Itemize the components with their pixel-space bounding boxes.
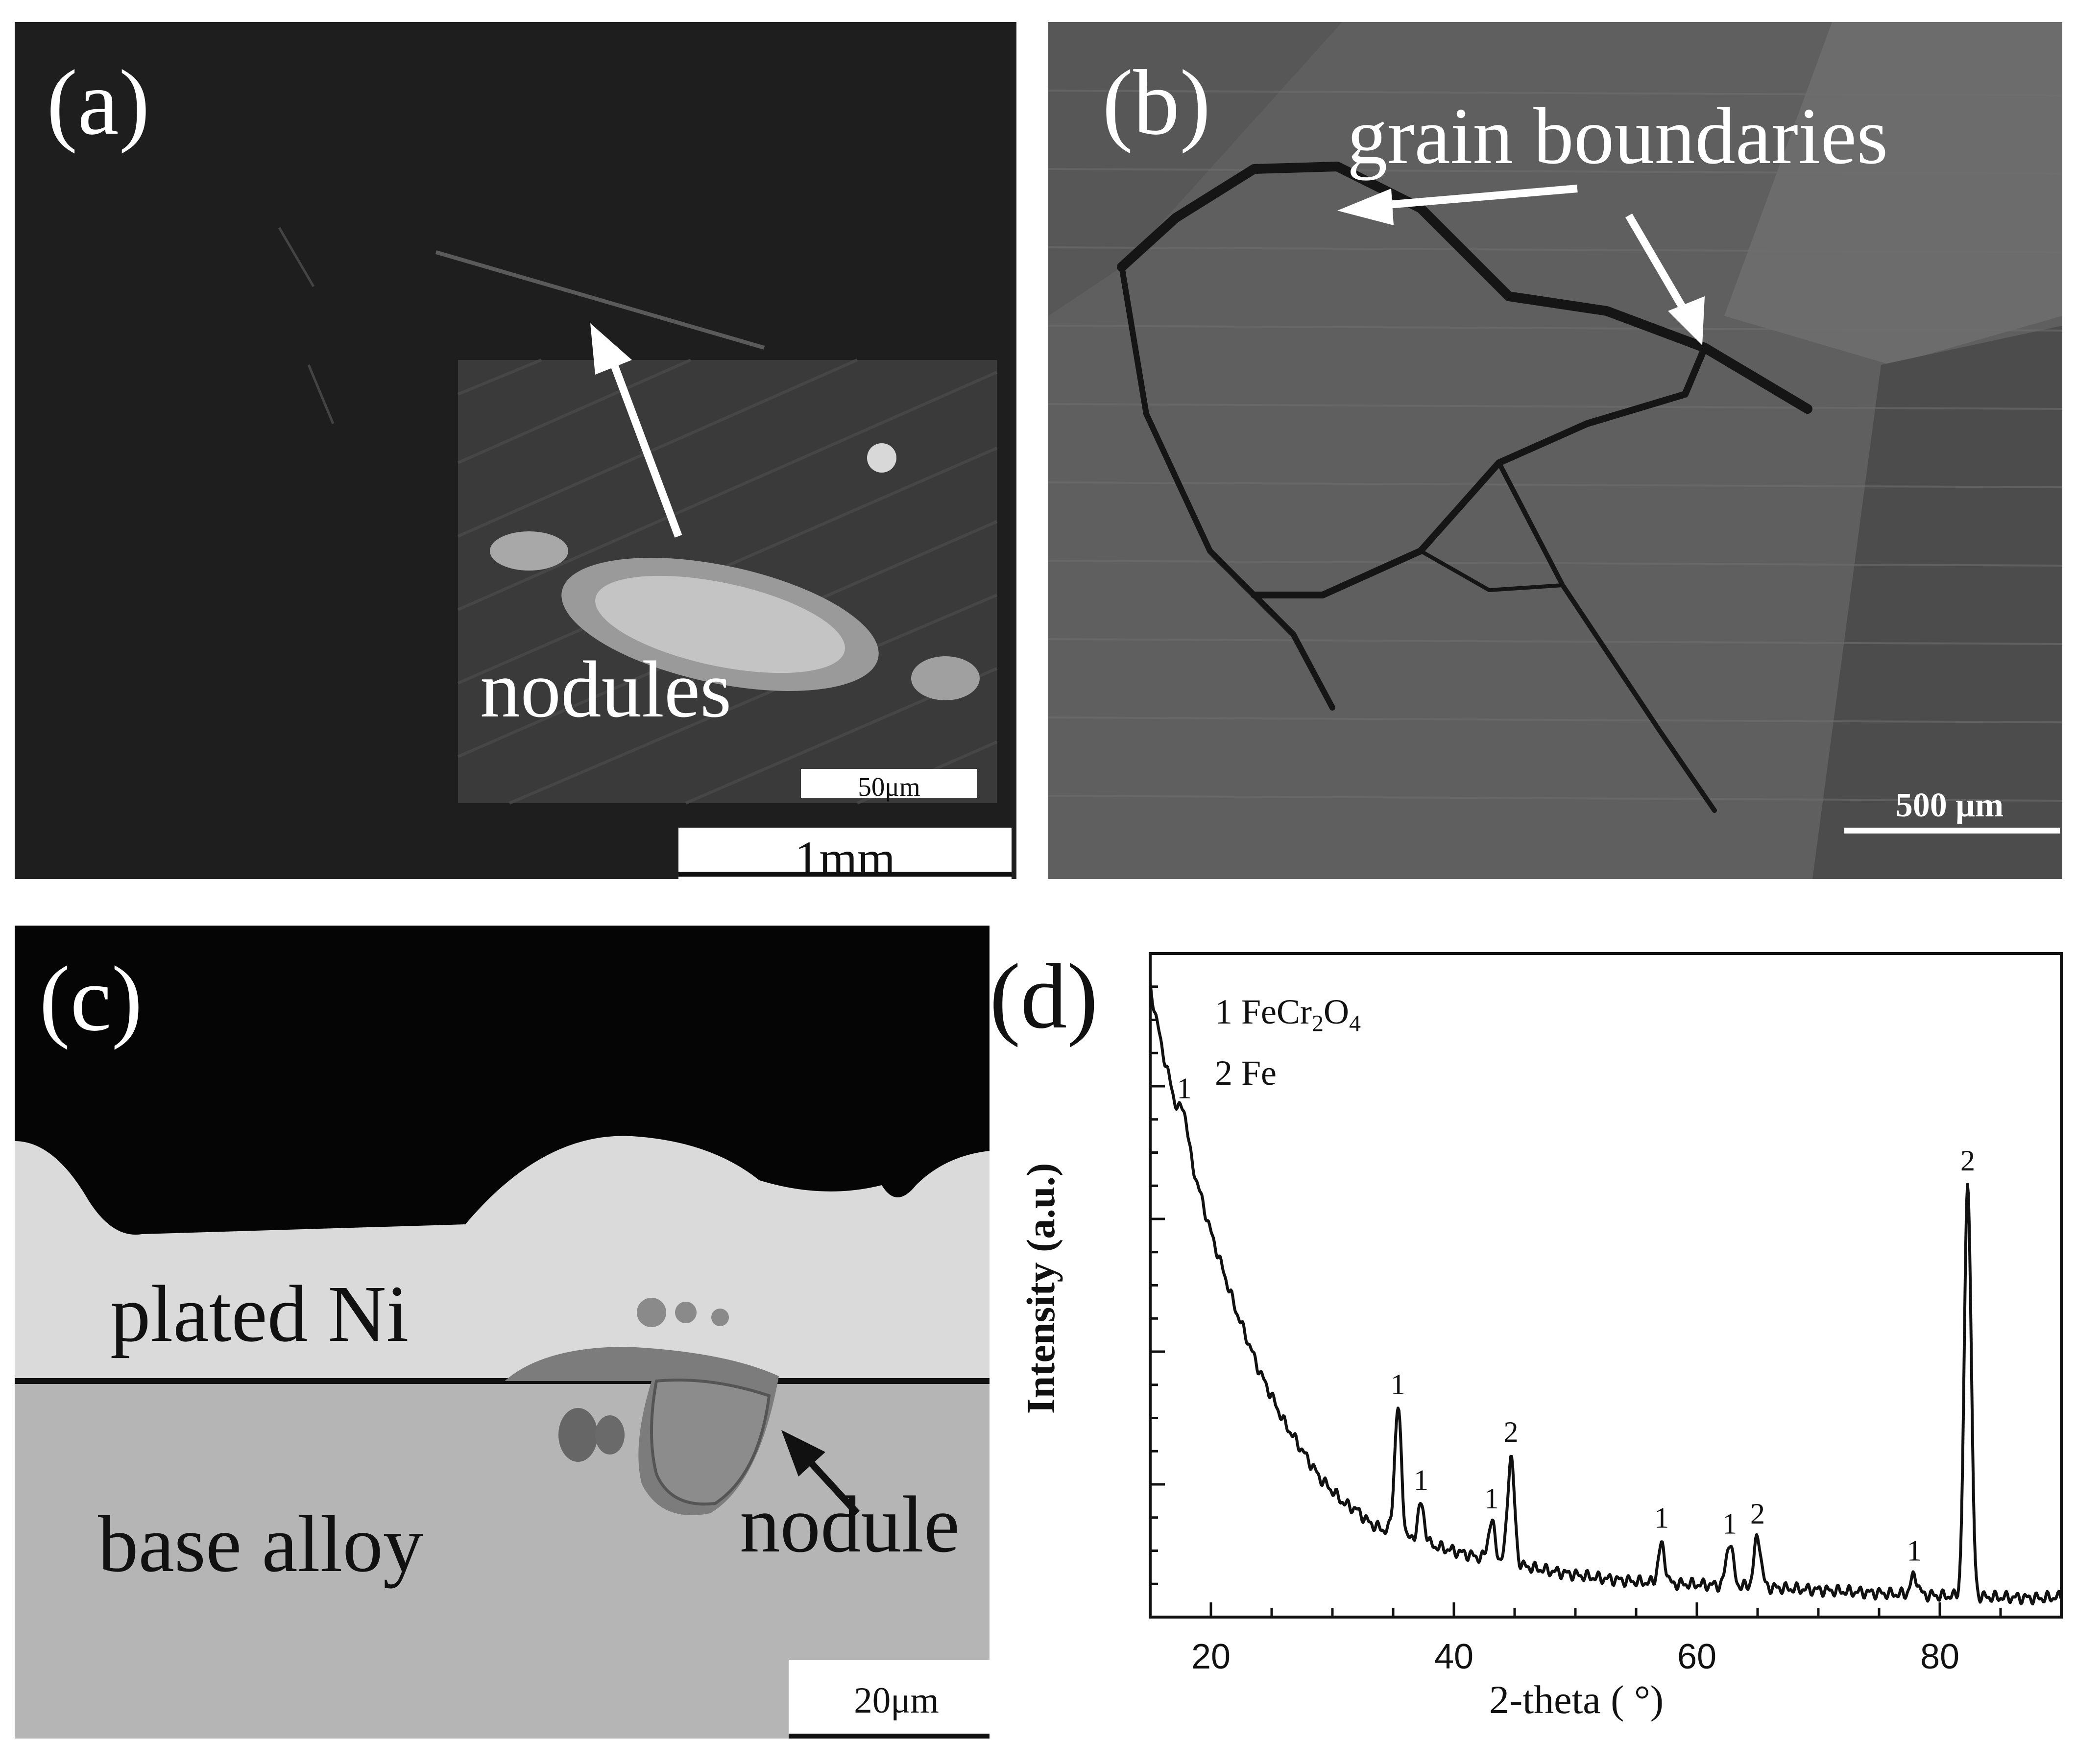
inset-scale-label: 50μm <box>858 772 920 802</box>
panel-a-sem-image: (a) nodules 50μm 1mm <box>15 22 1016 879</box>
xrd-series-line <box>1149 982 2062 1606</box>
peak-label: 1 <box>1484 1482 1499 1515</box>
scale-bar-line <box>678 872 1012 877</box>
peak-label: 1 <box>1391 1368 1405 1401</box>
legend-item-1: 1 FeCr2O4 <box>1215 994 1361 1035</box>
legend-item-2: 2 Fe <box>1215 1055 1277 1091</box>
legend-text-2: Fe <box>1241 1053 1277 1093</box>
legend-formula-sub1: 2 <box>1312 1010 1324 1037</box>
scale-bar <box>678 828 1012 879</box>
legend-formula-base: FeCr <box>1241 992 1312 1031</box>
y-ticks <box>1150 985 1165 1585</box>
panel-c-letter: (c) <box>39 948 143 1050</box>
base-alloy-label: base alloy <box>98 1499 424 1589</box>
peak-label: 2 <box>1750 1498 1765 1530</box>
panel-b-letter: (b) <box>1102 51 1211 154</box>
panel-d-letter: (d) <box>990 945 1098 1048</box>
panel-c-cross-section: (c) plated Ni base alloy nodule 20μm <box>15 926 990 1739</box>
scale-label: 1mm <box>795 831 895 879</box>
peak-label: 1 <box>1722 1507 1737 1540</box>
peak-label: 1 <box>1177 1073 1191 1105</box>
grain-texture <box>1048 22 2062 879</box>
x-ticks: 20 40 60 80 <box>1191 1602 2063 1676</box>
scale-label: 500 μm <box>1895 787 2004 824</box>
inset-scale-bar <box>801 769 977 798</box>
plot-frame <box>1149 952 2063 1619</box>
sem-surface-texture <box>15 22 1016 879</box>
peak-label: 1 <box>1907 1535 1922 1567</box>
scale-bar-line <box>789 1734 990 1739</box>
x-tick-label: 80 <box>1920 1637 1959 1676</box>
y-axis-label: Intensity (a.u.) <box>1018 1163 1063 1414</box>
panel-a-letter: (a) <box>47 51 150 154</box>
peak-label: 1 <box>1414 1464 1428 1497</box>
x-tick-label: 60 <box>1677 1637 1716 1676</box>
peak-label: 2 <box>1504 1416 1519 1448</box>
x-tick-label: 20 <box>1191 1637 1231 1676</box>
x-axis-label: 2-theta ( °) <box>1489 1677 1664 1722</box>
legend-formula-1: FeCr2O4 <box>1241 992 1361 1035</box>
legend-number-2: 2 <box>1215 1053 1232 1093</box>
panel-b-optical-image: (b) grain boundaries 500 μm <box>1048 22 2062 879</box>
x-tick-label: 40 <box>1434 1637 1473 1676</box>
peak-label: 2 <box>1960 1144 1975 1177</box>
plated-ni-label: plated Ni <box>110 1269 409 1359</box>
legend-formula-sub2: 4 <box>1349 1010 1361 1037</box>
scale-label: 20μm <box>854 1680 939 1721</box>
peak-label: 1 <box>1654 1502 1669 1534</box>
nodule-label: nodule <box>740 1479 960 1569</box>
legend-formula-mid: O <box>1324 992 1349 1031</box>
grain-boundaries-label: grain boundaries <box>1347 91 1888 181</box>
legend-number-1: 1 <box>1215 992 1232 1031</box>
scale-bar <box>1844 828 2060 834</box>
nodules-label: nodules <box>480 644 732 734</box>
scale-bar <box>789 1660 990 1739</box>
